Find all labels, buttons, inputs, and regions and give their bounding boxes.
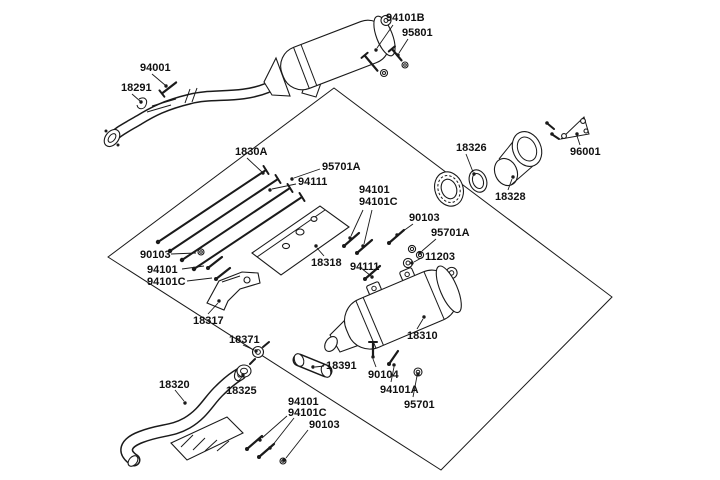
part-label-94101-1: 94101 <box>359 184 390 196</box>
part-label-95701a-1: 95701A <box>322 161 361 173</box>
part-label-95701: 95701 <box>404 399 435 411</box>
part-label-18325: 18325 <box>226 385 257 397</box>
leader-lines <box>131 24 581 462</box>
bolt-94001-art <box>158 81 178 98</box>
part-label-18291: 18291 <box>121 82 152 94</box>
part-label-90103-2: 90103 <box>140 249 171 261</box>
part-label-18310: 18310 <box>407 330 438 342</box>
silencer-18310-art <box>324 265 462 353</box>
stay-96001-art <box>545 116 590 140</box>
part-label-96001: 96001 <box>570 146 601 158</box>
pipe-clamp-18325-art <box>236 358 256 378</box>
heat-shield-18318-art <box>251 205 350 276</box>
part-label-90103-1: 90103 <box>409 212 440 224</box>
part-label-1830a: 1830A <box>235 146 268 158</box>
part-label-94101b: 94101B <box>386 12 425 24</box>
part-label-90103-3: 90103 <box>309 419 340 431</box>
part-label-94101-2: 94101 <box>147 264 178 276</box>
diagram-border <box>107 87 613 471</box>
part-label-95701a-2: 95701A <box>431 227 470 239</box>
part-label-95801: 95801 <box>402 27 433 39</box>
part-label-94111-1: 94111 <box>298 176 328 188</box>
part-label-94101c-2: 94101C <box>147 276 186 288</box>
part-label-94101a: 94101A <box>380 384 419 396</box>
part-label-94001: 94001 <box>140 62 171 74</box>
part-label-94111-2: 94111 <box>350 261 380 273</box>
part-label-18318: 18318 <box>311 257 342 269</box>
clip-18291-art <box>136 97 148 110</box>
part-label-18317: 18317 <box>193 315 224 327</box>
joint-collar-18328-art <box>493 131 543 187</box>
mounting-studs-art <box>155 165 306 281</box>
part-label-18320: 18320 <box>159 379 190 391</box>
part-label-18326: 18326 <box>456 142 487 154</box>
part-label-18391: 18391 <box>326 360 357 372</box>
part-label-18328: 18328 <box>495 191 526 203</box>
part-label-94101c-1: 94101C <box>359 196 398 208</box>
part-label-90104: 90104 <box>368 369 399 381</box>
part-label-94101-3: 94101 <box>288 396 319 408</box>
washer-95801-art <box>379 61 409 78</box>
complete-exhaust-assembly-art <box>103 14 409 148</box>
pipe-shield-art <box>170 416 244 461</box>
part-label-11203: 11203 <box>425 251 455 263</box>
part-label-18371: 18371 <box>229 334 260 346</box>
gaskets-18326-art <box>433 169 488 207</box>
part-label-94101c-3: 94101C <box>288 407 327 419</box>
